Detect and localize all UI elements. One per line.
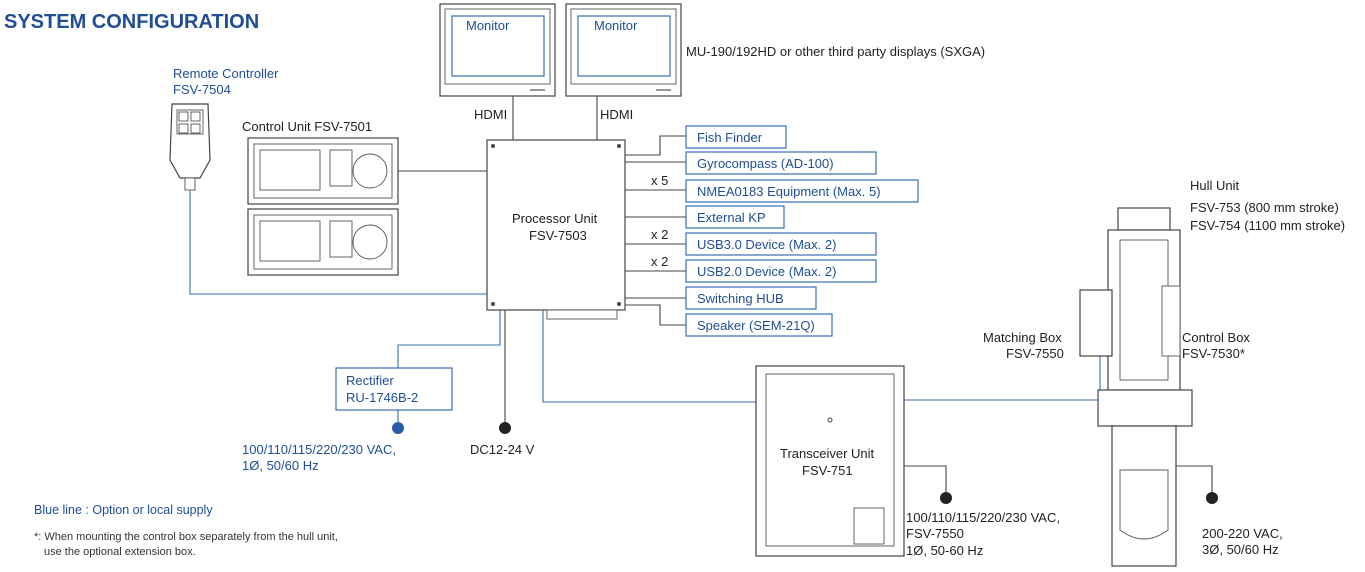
matching-box-cable	[904, 356, 1101, 401]
ac-supply-dot	[392, 422, 404, 434]
svg-text:USB3.0 Device (Max. 2): USB3.0 Device (Max. 2)	[697, 237, 836, 252]
transceiver-supply-1: 100/110/115/220/230 VAC,	[906, 510, 1060, 525]
transceiver-unit	[755, 365, 905, 557]
remote-cable	[189, 215, 487, 295]
matching-box-label-1: Matching Box	[983, 330, 1062, 345]
dc-supply-label: DC12-24 V	[470, 442, 535, 457]
footnote-line-1: *: When mounting the control box separat…	[34, 531, 338, 543]
transceiver-supply-dot	[940, 492, 952, 504]
hull-supply-cable	[1176, 465, 1213, 493]
svg-text:Gyrocompass (AD-100): Gyrocompass (AD-100)	[697, 156, 834, 171]
svg-text:x 2: x 2	[651, 227, 668, 242]
processor-label-1: Processor Unit	[512, 211, 598, 226]
hull-supply-2: 3Ø, 50/60 Hz	[1202, 542, 1279, 557]
hdmi-label-right: HDMI	[600, 107, 633, 122]
hull-supply-dot	[1206, 492, 1218, 504]
peripheral-gyrocompass: Gyrocompass (AD-100)	[625, 151, 877, 175]
peripheral-nmea: x 5 NMEA0183 Equipment (Max. 5)	[625, 173, 919, 203]
monitor-left-label: Monitor	[466, 18, 510, 33]
control-unit-bottom	[247, 208, 399, 276]
transceiver-cable	[542, 310, 766, 403]
control-box-label-1: Control Box	[1182, 330, 1250, 345]
hull-unit	[1097, 207, 1193, 567]
footnote-line-2: use the optional extension box.	[44, 546, 196, 558]
svg-text:Fish Finder: Fish Finder	[697, 130, 763, 145]
monitor-right-label: Monitor	[594, 18, 638, 33]
ac-supply-left-2: 1Ø, 50/60 Hz	[242, 458, 319, 473]
peripheral-switching-hub: Switching HUB	[625, 286, 817, 310]
rectifier-label-1: Rectifier	[346, 373, 394, 388]
processor-label-2: FSV-7503	[529, 228, 587, 243]
ac-supply-left-1: 100/110/115/220/230 VAC,	[242, 442, 396, 457]
transceiver-label-2: FSV-751	[802, 463, 853, 478]
transceiver-supply-2: FSV-7550	[906, 526, 964, 541]
peripheral-fish-finder: Fish Finder	[625, 125, 787, 156]
legend-blue-line: Blue line : Option or local supply	[34, 503, 213, 517]
rectifier	[335, 367, 453, 411]
remote-label-2: FSV-7504	[173, 82, 231, 97]
remote-label-1: Remote Controller	[173, 66, 279, 81]
svg-text:Switching HUB: Switching HUB	[697, 291, 784, 306]
monitor-right: Monitor	[565, 3, 682, 97]
rectifier-cable	[397, 310, 501, 368]
monitor-left: Monitor	[439, 3, 556, 97]
page-title: SYSTEM CONFIGURATION	[4, 11, 259, 33]
peripheral-usb3: x 2 USB3.0 Device (Max. 2)	[625, 227, 877, 256]
monitor-note: MU-190/192HD or other third party displa…	[686, 44, 985, 59]
transceiver-supply-3: 1Ø, 50-60 Hz	[906, 543, 983, 558]
svg-text:USB2.0 Device (Max. 2): USB2.0 Device (Max. 2)	[697, 264, 836, 279]
matching-box	[1079, 289, 1113, 357]
control-unit-label: Control Unit FSV-7501	[242, 119, 372, 134]
peripheral-external-kp: External KP	[625, 205, 785, 229]
rectifier-label-2: RU-1746B-2	[346, 390, 418, 405]
peripheral-usb2: x 2 USB2.0 Device (Max. 2)	[625, 254, 877, 283]
transceiver-label-1: Transceiver Unit	[780, 446, 875, 461]
svg-text:x 5: x 5	[651, 173, 668, 188]
matching-box-label-2: FSV-7550	[1006, 346, 1064, 361]
transceiver-supply-cable	[904, 465, 947, 493]
hull-unit-label-2: FSV-753 (800 mm stroke)	[1190, 200, 1339, 215]
hull-unit-label-1: Hull Unit	[1190, 178, 1240, 193]
svg-text:External KP: External KP	[697, 210, 766, 225]
remote-controller	[169, 103, 211, 215]
control-box-label-2: FSV-7530*	[1182, 346, 1245, 361]
hdmi-label-left: HDMI	[474, 107, 507, 122]
peripheral-speaker: Speaker (SEM-21Q)	[625, 304, 833, 337]
hull-unit-label-3: FSV-754 (1100 mm stroke)	[1190, 218, 1345, 233]
svg-text:NMEA0183 Equipment (Max. 5): NMEA0183 Equipment (Max. 5)	[697, 184, 881, 199]
svg-text:Speaker (SEM-21Q): Speaker (SEM-21Q)	[697, 318, 815, 333]
hull-supply-1: 200-220 VAC,	[1202, 526, 1283, 541]
control-unit-top	[247, 137, 399, 205]
svg-text:x 2: x 2	[651, 254, 668, 269]
processor-unit	[486, 139, 626, 320]
dc-supply-dot	[499, 422, 511, 434]
